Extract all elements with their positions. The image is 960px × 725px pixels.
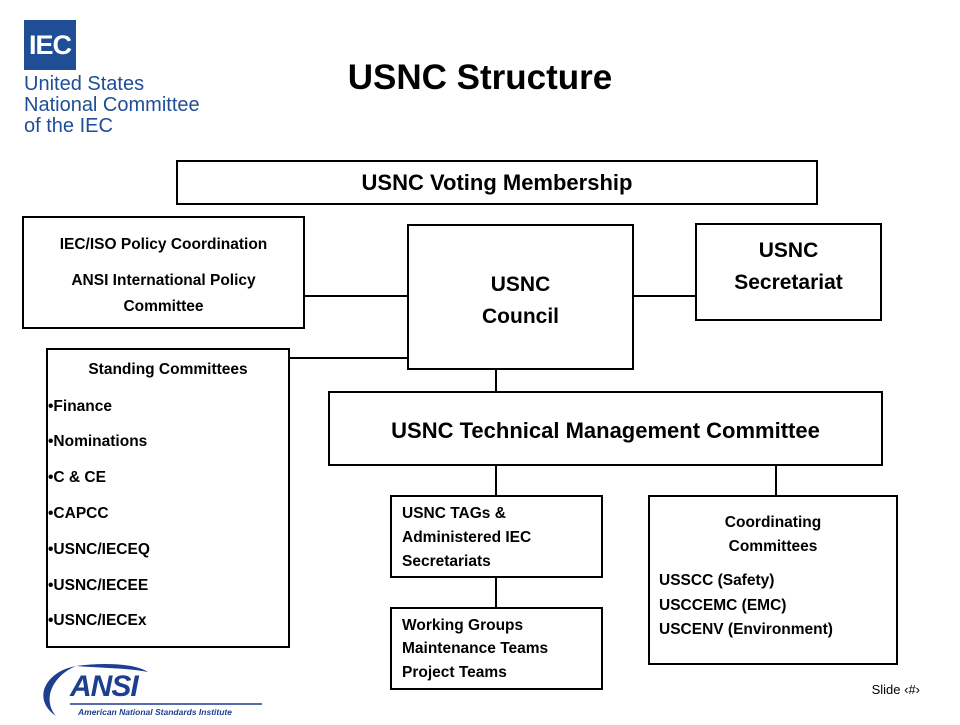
standing-committees-box: Standing Committees •Finance •Nomination… (46, 348, 290, 648)
voting-membership-label: USNC Voting Membership (361, 170, 633, 195)
slide-label: Slide (871, 682, 901, 697)
coordinating-heading-1: Coordinating (724, 514, 822, 531)
list-item: •Nominations (48, 433, 148, 450)
tmc-label: USNC Technical Management Committee (391, 418, 820, 443)
secretariat-line-2: Secretariat (734, 271, 843, 294)
secretariat-line-1: USNC (758, 239, 819, 262)
policy-line-3: Committee (123, 298, 204, 315)
ansi-logo: ANSI American National Standards Institu… (36, 660, 266, 720)
coordinating-item: USCENV (Environment) (659, 621, 833, 638)
slide-number-symbol: ‹#› (904, 682, 920, 697)
iec-logo-mark: IEC (24, 20, 76, 70)
voting-membership-box: USNC Voting Membership (176, 160, 818, 205)
connector-tags-working (495, 576, 497, 608)
connector-tmc-tags (495, 464, 497, 496)
coordinating-heading-2: Committees (728, 538, 818, 555)
coordinating-item: USCCEMC (EMC) (659, 597, 787, 614)
coordinating-box: Coordinating Committees USSCC (Safety) U… (648, 495, 898, 665)
working-line-3: Project Teams (402, 664, 507, 681)
iec-name-line-2: National Committee (24, 94, 200, 116)
connector-tmc-coordinating (775, 464, 777, 496)
tmc-box: USNC Technical Management Committee (328, 391, 883, 466)
connector-standing-council (288, 357, 408, 359)
council-line-1: USNC (490, 273, 551, 296)
list-item: •USNC/IECEE (48, 577, 149, 594)
iec-name-line-3: of the IEC (24, 115, 113, 137)
connector-council-secretariat (632, 295, 696, 297)
policy-box: IEC/ISO Policy Coordination ANSI Interna… (22, 216, 305, 329)
tags-line-3: Secretariats (402, 553, 491, 570)
working-line-2: Maintenance Teams (402, 640, 549, 657)
tags-line-1: USNC TAGs & (402, 505, 506, 522)
iec-logo-text: IEC (28, 30, 72, 60)
working-line-1: Working Groups (402, 617, 524, 634)
tags-line-2: Administered IEC (402, 529, 532, 546)
policy-line-1: IEC/ISO Policy Coordination (59, 236, 268, 253)
list-item: •USNC/IECEx (48, 612, 147, 629)
working-groups-box: Working Groups Maintenance Teams Project… (390, 607, 603, 690)
list-item: •USNC/IECEQ (48, 541, 150, 558)
standing-committees-heading: Standing Committees (88, 361, 248, 378)
iec-logo-name: United States National Committee of the … (24, 74, 244, 137)
slide-number: Slide ‹#› (872, 682, 920, 697)
list-item: •CAPCC (48, 505, 109, 522)
page-title: USNC Structure (347, 58, 613, 97)
council-line-2: Council (482, 305, 559, 328)
secretariat-box: USNC Secretariat (695, 223, 882, 321)
policy-line-2: ANSI International Policy (71, 272, 256, 289)
connector-council-tmc (495, 368, 497, 392)
connector-policy-council (304, 295, 408, 297)
council-box: USNC Council (407, 224, 634, 370)
coordinating-item: USSCC (Safety) (659, 572, 775, 589)
ansi-swoosh-icon (43, 664, 262, 716)
iec-name-line-1: United States (24, 73, 145, 95)
list-item: •C & CE (48, 469, 106, 486)
ansi-tagline: American National Standards Institute (78, 707, 232, 717)
ansi-mark: ANSI (70, 670, 139, 703)
list-item: •Finance (48, 398, 112, 415)
tags-box: USNC TAGs & Administered IEC Secretariat… (390, 495, 603, 578)
